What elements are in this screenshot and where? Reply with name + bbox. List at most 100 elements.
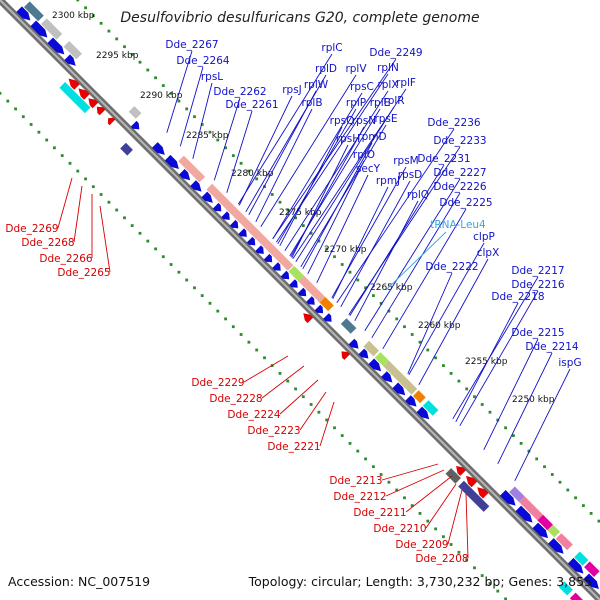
reverse-gene-leader-line [99,205,111,273]
reverse-gene-label: Dde_2208 [415,553,468,565]
forward-gene-leader-line [418,258,489,386]
lower-tick-dot [263,356,266,360]
cog-color-block [298,275,326,303]
cog-color-block [537,514,553,531]
upper-tick-dot [589,512,593,515]
forward-gene-label: rpsQ [330,115,355,127]
forward-gene-leader-line [382,208,467,350]
lower-tick-dot [379,473,383,476]
upper-tick-dot [278,200,282,204]
forward-gene-leader-line [192,82,213,159]
upper-tick-dot [457,379,461,383]
lower-tick-dot [449,543,453,546]
reverse-gene-arrow [88,98,99,109]
forward-gene-label: rpsN [352,115,376,127]
forward-gene-arrow [255,245,264,254]
forward-gene-label: rpsC [350,81,374,93]
forward-gene-arrow [348,338,359,349]
upper-tick-dot [317,239,321,243]
forward-gene-arrow [381,371,393,383]
reverse-gene-arrow [466,475,478,488]
lower-tick-dot [333,426,336,430]
forward-gene-leader-line [284,90,389,252]
forward-gene-label: rplX [377,79,398,91]
forward-gene-label: rpmD [357,131,386,143]
lower-tick-dot [177,270,181,274]
forward-gene-arrow [583,573,599,589]
lower-tick-dot [6,99,10,103]
upper-tick-dot [473,395,476,399]
forward-gene-label: Dde_2215 [511,327,564,339]
reverse-gene-leader-line [385,469,445,497]
lower-tick-dot [99,193,103,196]
lower-tick-dot [29,123,33,126]
forward-gene-arrow [297,287,307,297]
lower-tick-dot [504,597,507,600]
reverse-gene-label: Dde_2221 [267,441,320,453]
reverse-gene-leader-line [261,365,305,399]
upper-tick-dot [224,146,227,150]
forward-gene-label: rpsD [398,169,423,181]
forward-gene-label: rpsE [374,113,397,125]
lower-tick-dot [123,216,126,220]
forward-gene-leader-line [295,106,395,263]
forward-gene-leader-line [307,160,365,275]
reverse-gene-label: Dde_2212 [333,491,386,503]
upper-tick-dot [193,115,196,119]
lower-tick-dot [488,582,492,585]
forward-gene-leader-line [302,142,373,270]
forward-gene-label: Dde_2236 [427,117,481,129]
forward-gene-label: Dde_2262 [213,86,266,98]
cog-color-block [319,297,334,312]
reverse-gene-arrow [456,466,466,476]
cog-color-block [422,400,439,416]
lower-tick-dot [340,434,344,437]
forward-gene-leader-line [260,74,357,228]
forward-gene-label: clpP [473,231,495,243]
upper-tick-dot [91,14,95,17]
upper-tick-dot [372,294,375,297]
forward-gene-leader-line [349,164,445,317]
forward-gene-arrow [392,382,406,396]
forward-gene-arrow [201,191,213,203]
upper-tick-dot [161,84,165,87]
lower-tick-dot [208,301,212,305]
cog-color-block [128,106,142,119]
upper-tick-dot [208,130,212,134]
upper-tick-dot [597,519,600,523]
forward-gene-label: Dde_2249 [369,47,422,59]
kbp-tick-label: 2260 kbp [418,321,461,331]
cog-color-block [288,265,305,282]
lower-tick-dot [239,333,243,336]
reverse-gene-label: Dde_2265 [57,267,110,279]
cog-color-block [206,183,294,271]
cog-color-block [569,592,583,600]
lower-tick-dot [76,169,80,173]
upper-tick-dot [519,442,523,445]
forward-gene-arrow [30,20,48,38]
cog-color-block [24,1,44,22]
forward-gene-arrow [358,348,369,359]
cog-color-block [584,561,600,577]
upper-tick-dot [496,418,500,422]
upper-tick-dot [325,247,329,251]
forward-gene-label: rplR [383,95,404,107]
upper-tick-dot [348,270,352,274]
upper-tick-dot [177,99,181,103]
upper-tick-dot [200,123,204,126]
upper-tick-dot [488,410,492,414]
reverse-gene-arrow [107,117,116,126]
kbp-tick-label: 2290 kbp [140,91,183,101]
forward-gene-label: Dde_2216 [511,279,565,291]
upper-tick-dot [504,426,507,430]
lower-tick-dot [247,340,251,344]
reverse-gene-label: Dde_2229 [191,377,244,389]
upper-tick-dot [333,255,336,259]
kbp-tick-label: 2275 kbp [279,208,322,218]
forward-gene-leader-line [179,66,204,147]
upper-tick-dot [169,91,173,95]
forward-gene-arrow [164,154,179,169]
upper-tick-dot [535,457,539,461]
lower-tick-dot [387,480,391,484]
forward-gene-label: rplB [301,97,322,109]
